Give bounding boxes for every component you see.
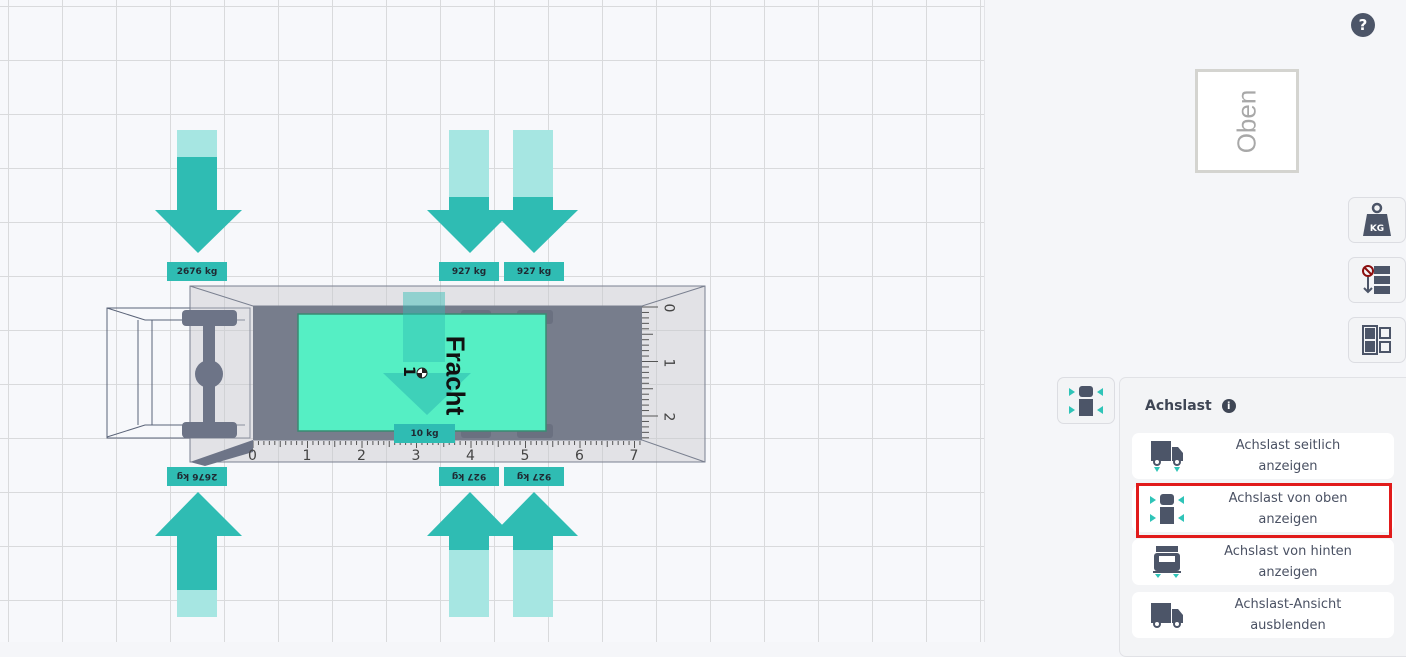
option-axle-load-top[interactable]: Achslast von oben anzeigen — [1132, 486, 1394, 532]
option-label: Achslast-Ansicht ausblenden — [1234, 597, 1342, 633]
truck-icon — [1151, 603, 1183, 628]
axle-load-arrow-rear1-bottom — [427, 492, 513, 617]
axle-load-title: Achslast — [1145, 398, 1212, 414]
axle-load-arrow-rear2-top — [491, 130, 578, 253]
weight-button[interactable]: KG — [1348, 197, 1406, 243]
option-hide-axle-load[interactable]: Achslast-Ansicht ausblenden — [1132, 592, 1394, 638]
layout-icon — [1362, 325, 1391, 355]
truck-rear-axle-icon — [1153, 546, 1181, 578]
layout-button[interactable] — [1348, 317, 1406, 363]
axle-load-arrow-front-top — [155, 130, 242, 253]
svg-text:KG: KG — [1370, 224, 1384, 234]
ruler-x-label: 0 — [248, 448, 257, 464]
ruler-y-label: 2 — [660, 412, 677, 422]
load-label-front-bottom: 2676 kg — [167, 467, 227, 486]
stacking-button[interactable] — [1348, 257, 1406, 303]
view-cube-label: Oben — [1231, 89, 1262, 153]
cargo-label[interactable]: Fracht — [440, 335, 471, 416]
load-label-front-top: 2676 kg — [167, 262, 227, 281]
truck-side-axle-icon — [1151, 441, 1183, 472]
ruler-y-label: 1 — [660, 358, 677, 367]
axle-load-arrow-rear1-top — [427, 130, 513, 253]
load-label-rear2-top: 927 kg — [504, 262, 564, 281]
ruler-x-label: 2 — [357, 448, 366, 464]
axle-load-panel: Achslast i Achslast seitlich anzeigen Ach… — [1119, 377, 1406, 657]
option-label: Achslast von oben anzeigen — [1228, 491, 1348, 527]
axle-load-arrow-rear2-bottom — [491, 492, 578, 617]
ruler-x-label: 6 — [575, 448, 584, 464]
truck-top-axle-icon — [1150, 494, 1184, 524]
front-axle — [182, 310, 237, 438]
cargo-load-label: 10 kg — [394, 424, 455, 443]
ruler-y-label: 0 — [660, 303, 677, 313]
option-axle-load-rear[interactable]: Achslast von hinten anzeigen — [1132, 539, 1394, 585]
truck-top-view — [106, 130, 706, 617]
ruler-x-label: 7 — [629, 448, 639, 464]
view-cube[interactable]: Oben — [1195, 69, 1299, 173]
help-button[interactable]: ? — [1351, 13, 1375, 37]
axle-load-arrow-front-bottom — [155, 492, 242, 617]
cargo-number: 1 — [400, 365, 420, 378]
load-label-rear1-top: 927 kg — [439, 262, 499, 281]
load-label-rear2-bottom: 927 kg — [504, 467, 564, 486]
loading-canvas[interactable]: Fracht 1 2676 kg 927 kg 927 kg 2676 kg 9… — [0, 0, 985, 642]
option-label: Achslast von hinten anzeigen — [1224, 544, 1352, 580]
info-icon[interactable]: i — [1221, 399, 1236, 413]
weight-kg-icon: KG — [1363, 202, 1391, 236]
load-label-rear1-bottom: 927 kg — [439, 467, 499, 486]
ruler-x-label: 1 — [302, 448, 312, 464]
option-axle-load-side[interactable]: Achslast seitlich anzeigen — [1132, 433, 1394, 479]
ruler-x-label: 4 — [466, 448, 475, 464]
ruler-x-label: 5 — [520, 448, 530, 464]
highlight-box — [1136, 483, 1392, 538]
no-stacking-icon — [1362, 265, 1390, 294]
option-label: Achslast seitlich anzeigen — [1235, 438, 1341, 474]
axle-load-toggle-button[interactable] — [1057, 377, 1115, 424]
ruler-x-label: 3 — [411, 448, 421, 464]
truck-top-axle-icon — [1069, 385, 1103, 416]
